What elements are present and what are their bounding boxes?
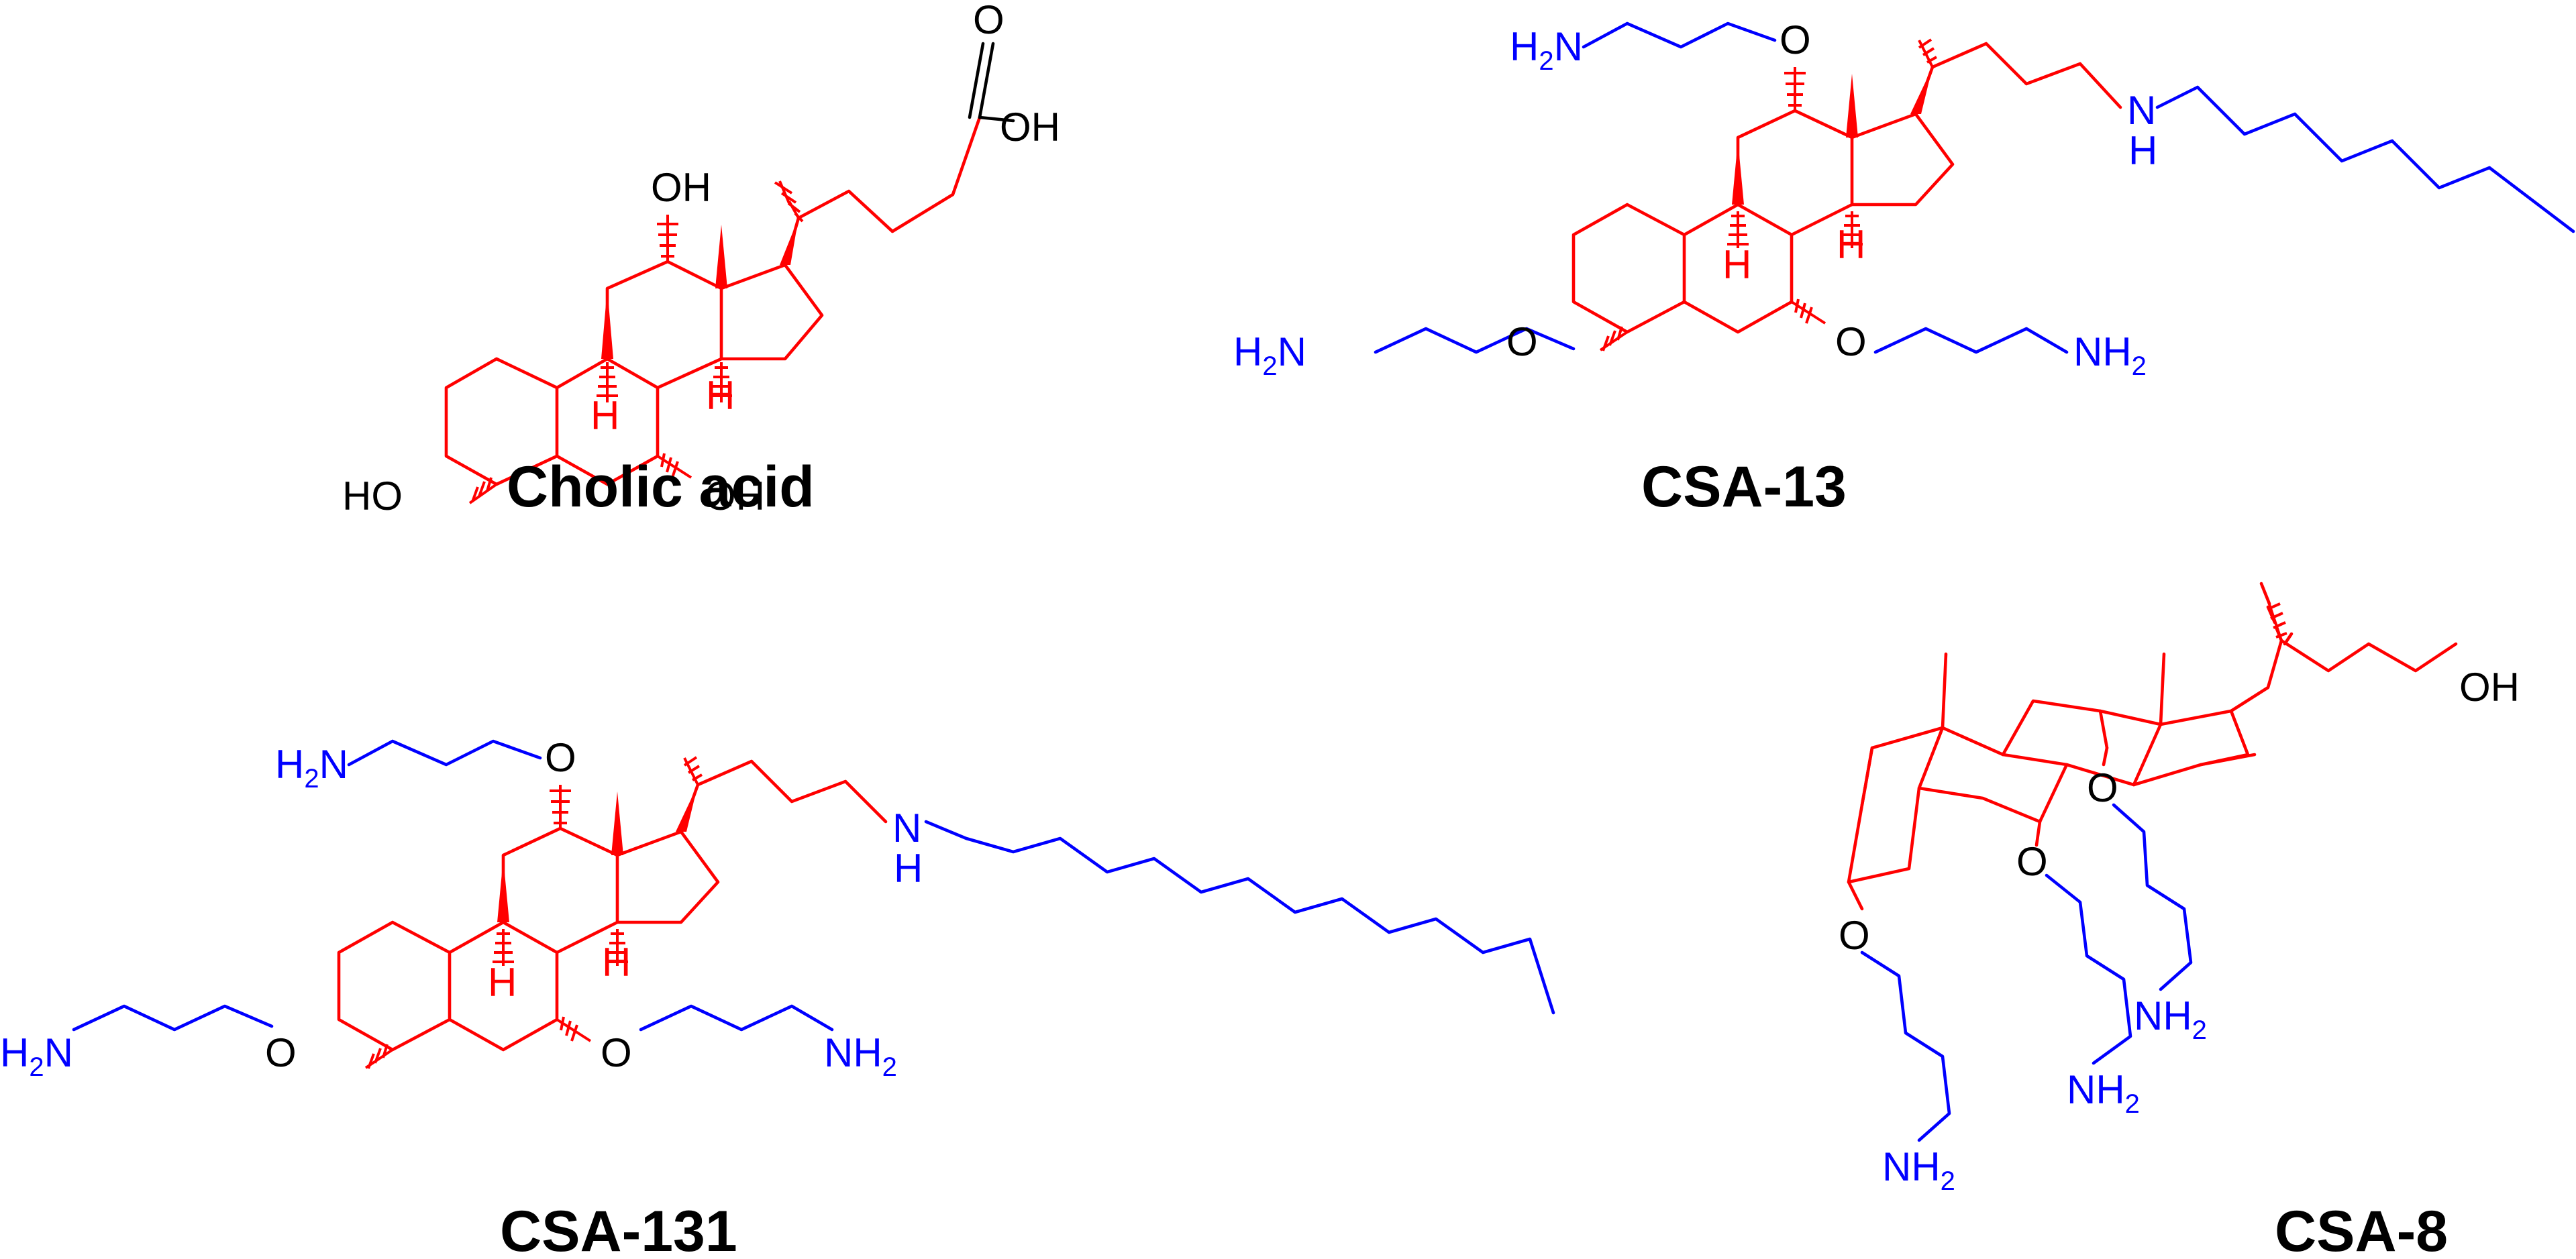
amine-nh2-c7: NH2	[824, 1030, 897, 1082]
svg-text:H2N: H2N	[1233, 329, 1306, 381]
atom-o-c7: O	[1835, 319, 1867, 364]
atom-o-carbonyl: O	[973, 0, 1004, 42]
atom-oh-c7: OH	[705, 474, 765, 518]
svg-text:NH2: NH2	[824, 1030, 897, 1082]
atom-h-c8: H	[1722, 242, 1751, 287]
atom-n: N	[892, 806, 921, 851]
svg-text:NH2: NH2	[2067, 1067, 2140, 1119]
structure-csa-131: H H O O O N H H2N H2N NH2 CSA-131	[0, 735, 1555, 1259]
amine-nh2-c7: NH2	[2067, 1067, 2140, 1119]
amine-nh2-c3: H2N	[0, 1030, 73, 1082]
atom-oh-terminal: OH	[2459, 665, 2520, 710]
amine-nh2-c3: H2N	[1233, 329, 1306, 381]
atom-n: N	[2127, 88, 2156, 133]
caption-cholic-acid: Cholic acid	[507, 455, 815, 519]
atom-oh-acid: OH	[1000, 105, 1060, 150]
atom-oh-c12: OH	[651, 165, 711, 210]
amine-nh2-c3: NH2	[1882, 1144, 1955, 1196]
atom-o-c3: O	[1506, 319, 1538, 364]
atom-o-c3: O	[1839, 913, 1870, 958]
atom-h-c14: H	[706, 373, 735, 418]
atom-o-c3: O	[265, 1030, 297, 1075]
amine-nh2-c12: H2N	[1510, 24, 1583, 76]
amine-nh2-c7: NH2	[2073, 329, 2147, 381]
caption-csa-131: CSA-131	[500, 1199, 737, 1259]
amine-nh2-c12: NH2	[2134, 993, 2207, 1045]
atom-h-c14: H	[602, 940, 631, 985]
atom-ho-c3: HO	[342, 474, 403, 518]
atom-h-c8: H	[590, 393, 619, 438]
atom-o-c7: O	[2016, 839, 2048, 884]
svg-text:H2N: H2N	[275, 742, 348, 793]
svg-text:NH2: NH2	[2134, 993, 2207, 1045]
structure-csa-13: H H O O O N H H2N H2N NH2 CSA-13	[1233, 17, 2575, 519]
svg-text:H2N: H2N	[1510, 24, 1583, 76]
atom-o-c12: O	[2087, 765, 2118, 810]
atom-h-amine: H	[894, 846, 923, 891]
amine-nh2-c12: H2N	[275, 742, 348, 793]
caption-csa-13: CSA-13	[1641, 455, 1847, 519]
svg-text:NH2: NH2	[2073, 329, 2147, 381]
atom-h-c14: H	[1837, 222, 1865, 267]
atom-o-c12: O	[545, 735, 576, 780]
atom-h-amine: H	[2128, 128, 2157, 173]
svg-text:NH2: NH2	[1882, 1144, 1955, 1196]
atom-o-c12: O	[1780, 17, 1811, 62]
atom-h-c8: H	[488, 960, 517, 1005]
structure-csa-8: O O O OH NH2 NH2 NH2 CSA-8	[1839, 582, 2520, 1259]
atom-o-c7: O	[601, 1030, 632, 1075]
svg-text:H2N: H2N	[0, 1030, 73, 1082]
caption-csa-8: CSA-8	[2275, 1199, 2448, 1259]
structure-cholic-acid: H H HO OH OH O OH Cholic acid	[342, 0, 1060, 519]
